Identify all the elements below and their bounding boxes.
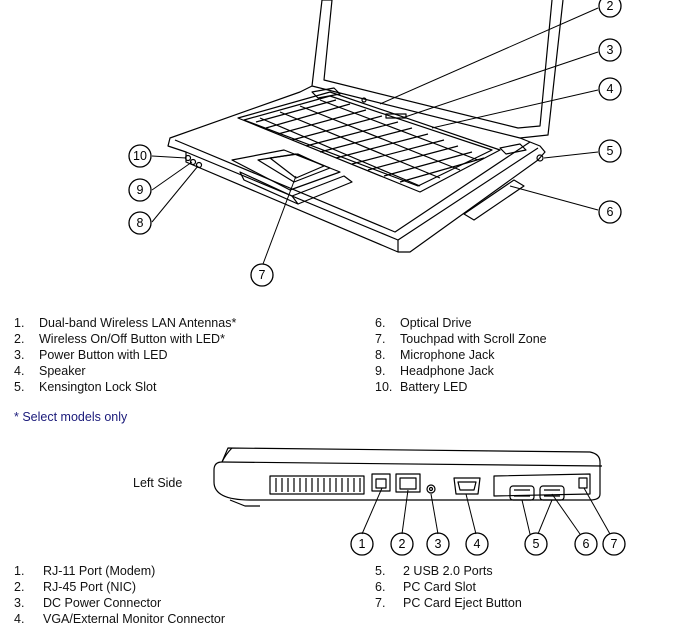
legend-item: 2.RJ-45 Port (NIC)	[14, 580, 137, 594]
legend-item: 1.Dual-band Wireless LAN Antennas*	[14, 316, 237, 330]
legend-item: 7.Touchpad with Scroll Zone	[375, 332, 547, 346]
legend-item: 10.Battery LED	[375, 380, 468, 394]
legend-item: 4.VGA/External Monitor Connector	[14, 612, 226, 626]
callout-7: 7	[259, 268, 266, 282]
side-callout-7: 7	[611, 537, 618, 551]
legend-item: 1.RJ-11 Port (Modem)	[14, 564, 156, 578]
bottom-legend-left: 1.RJ-11 Port (Modem) 2.RJ-45 Port (NIC) …	[14, 563, 225, 627]
legend-item: 7.PC Card Eject Button	[375, 596, 522, 610]
legend-item: 4.Speaker	[14, 364, 86, 378]
legend-item: 6.Optical Drive	[375, 316, 472, 330]
footnote: * Select models only	[14, 410, 128, 424]
bottom-callout-circles	[350, 532, 626, 556]
side-view-label: Left Side	[133, 476, 183, 490]
side-callout-5: 5	[533, 537, 540, 551]
callout-4: 4	[607, 82, 614, 96]
callout-3: 3	[607, 43, 614, 57]
top-legend-left: 1.Dual-band Wireless LAN Antennas* 2.Wir…	[14, 315, 236, 395]
legend-item: 3.Power Button with LED	[14, 348, 168, 362]
laptop-base	[167, 85, 546, 253]
side-callout-6: 6	[583, 537, 590, 551]
legend-item: 5.2 USB 2.0 Ports	[375, 564, 493, 578]
callout-6: 6	[607, 205, 614, 219]
callout-9: 9	[137, 183, 144, 197]
legend-item: 2.Wireless On/Off Button with LED*	[14, 332, 225, 346]
callout-8: 8	[137, 216, 144, 230]
side-callout-2: 2	[399, 537, 406, 551]
top-callout-circles	[128, 0, 622, 287]
legend-item: 5.Kensington Lock Slot	[14, 380, 157, 394]
bottom-leader-lines	[361, 487, 611, 535]
bottom-legend-right: 5.2 USB 2.0 Ports 6.PC Card Slot 7.PC Ca…	[375, 563, 522, 611]
side-callout-3: 3	[435, 537, 442, 551]
legend-item: 6.PC Card Slot	[375, 580, 476, 594]
callout-2: 2	[607, 0, 614, 13]
side-callout-1: 1	[359, 537, 366, 551]
legend-item: 9.Headphone Jack	[375, 364, 494, 378]
top-legend-right: 6.Optical Drive 7.Touchpad with Scroll Z…	[375, 315, 547, 395]
legend-item: 8.Microphone Jack	[375, 348, 495, 362]
top-leader-lines	[151, 7, 599, 265]
legend-item: 3.DC Power Connector	[14, 596, 162, 610]
side-callout-4: 4	[474, 537, 481, 551]
callout-10: 10	[133, 149, 147, 163]
laptop-lid	[311, 0, 564, 139]
laptop-left-side	[213, 447, 603, 507]
callout-5: 5	[607, 144, 614, 158]
